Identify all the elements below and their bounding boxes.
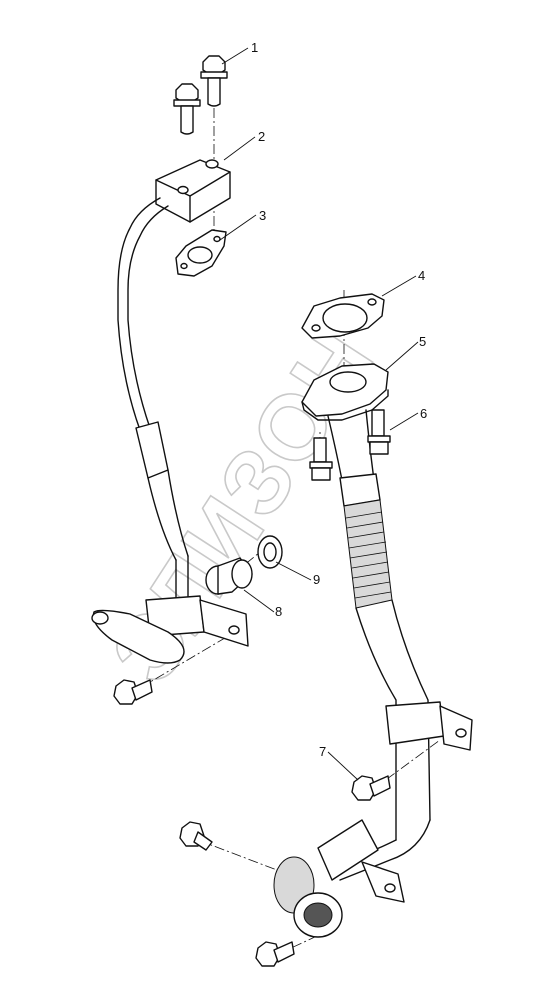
part-3-gasket	[175, 229, 227, 277]
callout-6: 6	[420, 406, 427, 421]
callout-7: 7	[319, 744, 326, 759]
part-2-oil-feed-pipe	[117, 159, 231, 601]
part-1-bolts	[173, 55, 228, 135]
callout-2: 2	[258, 129, 265, 144]
callout-1: 1	[251, 40, 258, 55]
callout-4: 4	[418, 268, 425, 283]
part-7-bolts	[113, 679, 391, 967]
part-4-gasket	[301, 293, 385, 339]
callout-8: 8	[275, 604, 282, 619]
part-6-bolts	[309, 409, 391, 481]
part-9-washer	[257, 535, 283, 569]
callout-labels: 1 2 3 4 5 6 7 8 9	[251, 40, 427, 759]
part-8-union-fitting	[91, 557, 253, 664]
callout-3: 3	[259, 208, 266, 223]
callout-5: 5	[419, 334, 426, 349]
leader-lines	[219, 47, 419, 781]
part-5-oil-return-pipe	[273, 363, 473, 938]
callout-9: 9	[313, 572, 320, 587]
